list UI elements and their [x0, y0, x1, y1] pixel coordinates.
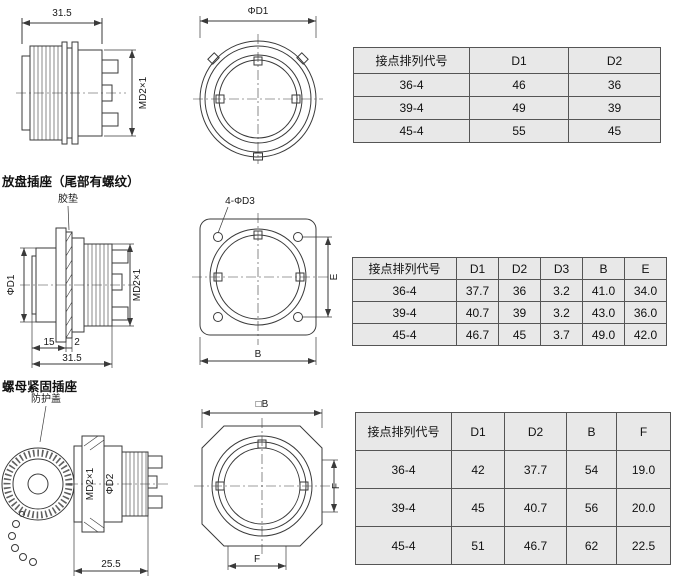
cell: 34.0: [624, 279, 667, 302]
col-header: E: [624, 257, 667, 280]
spec-table-flange-socket: 接点排列代号 D1 D2 D3 B E 36-4 37.7 36 3.2 41.…: [352, 257, 667, 346]
cell: 40.7: [456, 301, 499, 324]
table-row: 36-4 46 36: [353, 73, 661, 97]
col-header: D2: [498, 257, 541, 280]
dim-label-front: 15: [43, 337, 55, 348]
cell: 49.0: [582, 323, 625, 346]
dim-label-width: 25.5: [101, 559, 121, 570]
cell: 49: [469, 96, 569, 120]
cell: 45: [568, 119, 661, 143]
dim-label-gasket: 2: [74, 337, 80, 348]
cell: 45-4: [355, 526, 452, 565]
gasket-label: 胶垫: [58, 192, 78, 205]
cell: 3.2: [540, 279, 583, 302]
table-row: 36-4 42 37.7 54 19.0: [355, 450, 671, 489]
cell: 36-4: [355, 450, 452, 489]
cell: 54: [566, 450, 617, 489]
dim-label-d2: ΦD2: [105, 473, 116, 494]
cell: 39-4: [353, 96, 470, 120]
plug-front-view-drawing: ΦD1: [193, 6, 323, 164]
cell: 45-4: [352, 323, 457, 346]
col-header: F: [616, 412, 671, 451]
cap-label: 防护盖: [31, 392, 61, 405]
table-header-row: 接点排列代号 D1 D2: [353, 47, 661, 74]
cell: 39-4: [355, 488, 452, 527]
col-header: D1: [456, 257, 499, 280]
table-row: 36-4 37.7 36 3.2 41.0 34.0: [352, 279, 667, 302]
col-header: B: [582, 257, 625, 280]
cell: 46: [469, 73, 569, 97]
table-header-row: 接点排列代号 D1 D2 B F: [355, 412, 671, 451]
cell: 37.7: [504, 450, 567, 489]
table-row: 39-4 40.7 39 3.2 43.0 36.0: [352, 301, 667, 324]
cell: 46.7: [504, 526, 567, 565]
col-header: D2: [504, 412, 567, 451]
nut-socket-front-view-drawing: □B F F: [194, 399, 342, 570]
cell: 39-4: [352, 301, 457, 324]
spec-table-plug: 接点排列代号 D1 D2 36-4 46 36 39-4 49 39 45-4 …: [353, 47, 661, 143]
section-title-nut-socket: 螺母紧固插座: [2, 380, 78, 394]
table-row: 45-4 55 45: [353, 119, 661, 143]
table-row: 39-4 45 40.7 56 20.0: [355, 488, 671, 527]
cell: 39: [498, 301, 541, 324]
col-header: 接点排列代号: [353, 47, 470, 74]
plug-side-view-drawing: 31.5 MD2×1: [16, 8, 149, 145]
dim-label-e: E: [329, 273, 340, 280]
cell: 43.0: [582, 301, 625, 324]
cell: 19.0: [616, 450, 671, 489]
cell: 41.0: [582, 279, 625, 302]
col-header: 接点排列代号: [352, 257, 457, 280]
holes-label: 4-ΦD3: [225, 196, 255, 207]
dim-label-b: B: [255, 349, 262, 360]
cell: 3.2: [540, 301, 583, 324]
cell: 36: [568, 73, 661, 97]
dim-label-f-bottom: F: [254, 554, 260, 565]
cell: 36.0: [624, 301, 667, 324]
dim-label-d1: ΦD1: [248, 6, 269, 17]
dim-label-b: □B: [256, 399, 269, 410]
cell: 39: [568, 96, 661, 120]
cell: 55: [469, 119, 569, 143]
thread-label: MD2×1: [132, 268, 143, 301]
col-header: D1: [451, 412, 505, 451]
cell: 36-4: [352, 279, 457, 302]
cell: 45: [451, 488, 505, 527]
cell: 46.7: [456, 323, 499, 346]
nut-socket-side-view-drawing: 防护盖 MD2×1 ΦD2 25.5: [1, 392, 170, 576]
dim-label-d1: ΦD1: [6, 274, 17, 295]
cell: 20.0: [616, 488, 671, 527]
cell: 62: [566, 526, 617, 565]
flange-socket-front-view-drawing: 4-ΦD3 E B: [192, 196, 340, 365]
cell: 3.7: [540, 323, 583, 346]
cell: 36: [498, 279, 541, 302]
cell: 51: [451, 526, 505, 565]
table-row: 39-4 49 39: [353, 96, 661, 120]
flange-socket-side-view-drawing: 胶垫 ΦD1 MD2×1 15 2 31.5: [6, 192, 143, 368]
section-title-flange-socket: 放盘插座（尾部有螺纹）: [2, 175, 140, 189]
col-header: D3: [540, 257, 583, 280]
table-row: 45-4 51 46.7 62 22.5: [355, 526, 671, 565]
cell: 42: [451, 450, 505, 489]
cell: 56: [566, 488, 617, 527]
col-header: D2: [568, 47, 661, 74]
cell: 36-4: [353, 73, 470, 97]
col-header: B: [566, 412, 617, 451]
table-header-row: 接点排列代号 D1 D2 D3 B E: [352, 257, 667, 280]
dim-label-width: 31.5: [52, 8, 72, 19]
cell: 37.7: [456, 279, 499, 302]
dim-label-f-right: F: [331, 483, 342, 489]
table-row: 45-4 46.7 45 3.7 49.0 42.0: [352, 323, 667, 346]
cell: 45-4: [353, 119, 470, 143]
col-header: D1: [469, 47, 569, 74]
thread-label: MD2×1: [138, 76, 149, 109]
col-header: 接点排列代号: [355, 412, 452, 451]
cell: 45: [498, 323, 541, 346]
cell: 22.5: [616, 526, 671, 565]
thread-label: MD2×1: [85, 467, 96, 500]
dim-label-width: 31.5: [62, 353, 82, 364]
spec-table-nut-socket: 接点排列代号 D1 D2 B F 36-4 42 37.7 54 19.0 39…: [355, 412, 671, 565]
cell: 40.7: [504, 488, 567, 527]
cell: 42.0: [624, 323, 667, 346]
